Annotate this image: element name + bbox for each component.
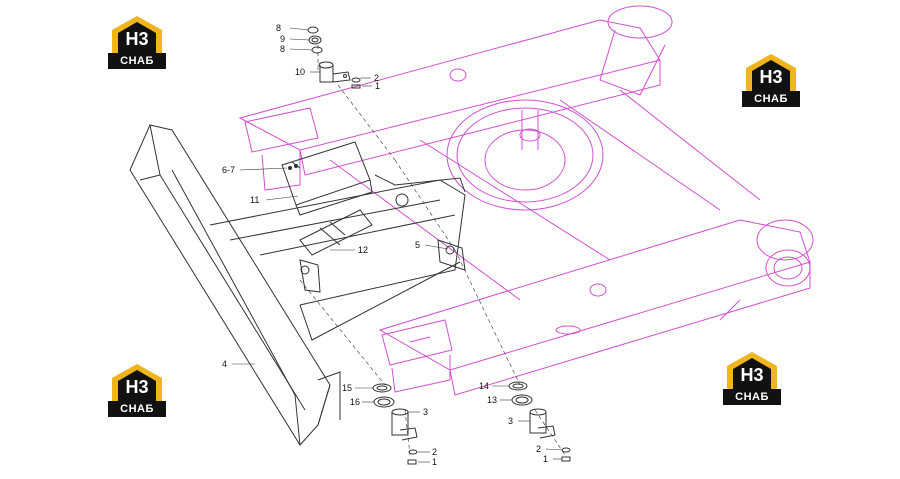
callout-label: 6-7 <box>222 165 235 175</box>
callout-label: 11 <box>250 195 259 205</box>
cover-plate <box>281 141 373 216</box>
logo-mark: Н3 <box>759 67 783 87</box>
house-logo-icon <box>112 364 162 402</box>
callout-label: 1 <box>432 457 437 467</box>
brand-logo: Н3 СНАБ <box>108 362 166 420</box>
callout-label: 1 <box>375 81 380 91</box>
callout-label: 8 <box>280 44 285 54</box>
dozer-blade <box>129 124 341 446</box>
brand-logo: Н3 СНАБ <box>723 350 781 408</box>
logo-mark: Н3 <box>125 377 149 397</box>
house-logo-icon <box>727 352 777 390</box>
callout-label: 2 <box>374 73 379 83</box>
callout-label: 14 <box>479 381 489 391</box>
callout-label: 2 <box>432 447 437 457</box>
callout-label: 13 <box>487 395 497 405</box>
brand-logo: Н3 СНАБ <box>742 52 800 110</box>
logo-word: СНАБ <box>742 91 800 107</box>
logo-word: СНАБ <box>723 389 781 405</box>
callout-label: 2 <box>536 444 541 454</box>
hydraulic-cylinder <box>299 209 373 256</box>
callout-label: 9 <box>280 34 285 44</box>
callout-label: 3 <box>423 407 428 417</box>
callout-labels: 8 9 8 10 2 1 6-7 11 5 12 4 15 16 3 2 1 1… <box>222 23 548 467</box>
logo-word: СНАБ <box>108 401 166 417</box>
callout-label: 8 <box>276 23 281 33</box>
brand-logo: Н3 СНАБ <box>108 14 166 72</box>
callout-label: 15 <box>342 383 352 393</box>
lower-left-pin-assembly <box>372 383 418 465</box>
callout-label: 4 <box>222 359 227 369</box>
logo-mark: Н3 <box>740 365 764 385</box>
callout-label: 16 <box>350 397 360 407</box>
callout-label: 3 <box>508 416 513 426</box>
callout-label: 5 <box>415 240 420 250</box>
logo-mark: Н3 <box>125 29 149 49</box>
logo-word: СНАБ <box>108 53 166 69</box>
undercarriage-frame <box>238 5 814 396</box>
leader-lines <box>232 27 563 463</box>
callout-label: 1 <box>543 454 548 464</box>
house-logo-icon <box>112 16 162 54</box>
house-logo-icon <box>746 54 796 92</box>
callout-label: 10 <box>295 67 305 77</box>
callout-label: 12 <box>358 245 368 255</box>
upper-pin-assembly <box>307 26 361 89</box>
